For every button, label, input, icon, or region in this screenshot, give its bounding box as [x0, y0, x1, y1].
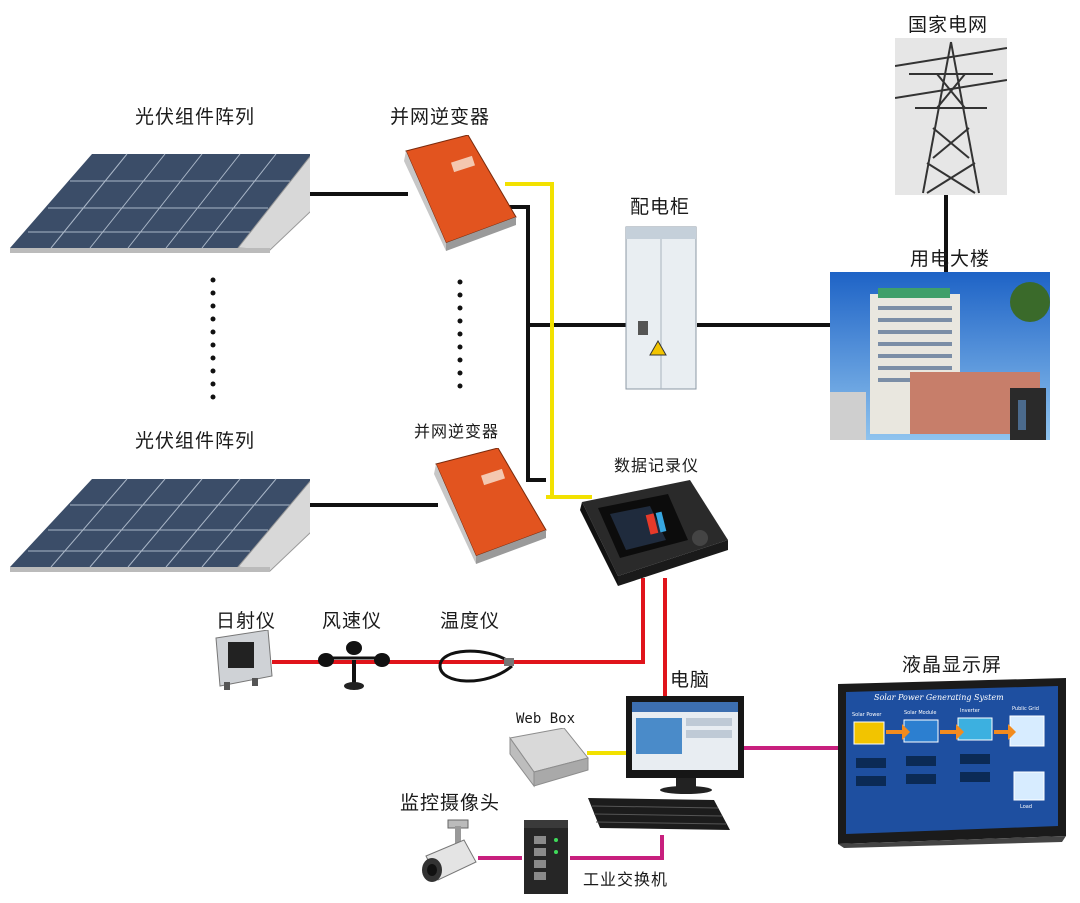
lcd-label-public-grid: Public Grid [1012, 706, 1039, 712]
network-lines [478, 746, 838, 860]
label-distribution-cabinet: 配电柜 [630, 196, 691, 218]
label-inverter-top: 并网逆变器 [390, 106, 491, 128]
lcd-label-solar-module: Solar Module [904, 710, 937, 716]
transmission-tower [895, 38, 1007, 195]
anemometer [318, 641, 390, 690]
data-line-inverters [505, 182, 592, 499]
pv-array-top [10, 153, 310, 253]
dots [210, 277, 463, 400]
power-lines [305, 192, 948, 507]
label-anemometer: 风速仪 [322, 610, 383, 632]
label-state-grid: 国家电网 [908, 14, 989, 36]
inverter-top [404, 135, 517, 251]
lcd-label-load: Load [1020, 804, 1032, 810]
label-inverter-bottom: 并网逆变器 [414, 422, 500, 441]
computer [588, 696, 744, 830]
pyranometer [215, 630, 273, 690]
lcd-label-solar-power: Solar Power [852, 712, 882, 718]
data-lines [505, 182, 628, 755]
building-photo [830, 272, 1050, 440]
label-camera: 监控摄像头 [400, 792, 501, 814]
pv-array-bottom [10, 478, 310, 572]
industrial-switch [524, 820, 568, 894]
data-logger [580, 480, 728, 586]
label-web-box: Web Box [516, 711, 576, 727]
network-line-switch [570, 835, 664, 860]
lcd-label-inverter: Inverter [960, 708, 980, 714]
label-building: 用电大楼 [910, 248, 991, 270]
label-computer: 电脑 [670, 669, 711, 691]
lcd-display: Solar Power Generating System Solar Powe… [834, 676, 1070, 848]
label-pyranometer: 日射仪 [216, 610, 277, 632]
label-industrial-switch: 工业交换机 [583, 870, 669, 889]
surveillance-camera [422, 819, 477, 882]
sensor-line [272, 578, 645, 664]
label-pv-array-top: 光伏组件阵列 [135, 106, 256, 128]
inverter-bottom [434, 448, 547, 564]
distribution-cabinet [625, 226, 697, 390]
sensor-lines [272, 578, 667, 696]
label-data-logger: 数据记录仪 [614, 456, 700, 475]
label-lcd-display: 液晶显示屏 [902, 654, 1003, 676]
thermometer [438, 649, 514, 683]
label-thermometer: 温度仪 [440, 610, 501, 632]
power-line-inverters [505, 205, 546, 482]
label-pv-array-bottom: 光伏组件阵列 [135, 430, 256, 452]
web-box [509, 728, 589, 788]
lcd-title: Solar Power Generating System [874, 693, 1004, 702]
lcd-frame [838, 678, 1066, 848]
